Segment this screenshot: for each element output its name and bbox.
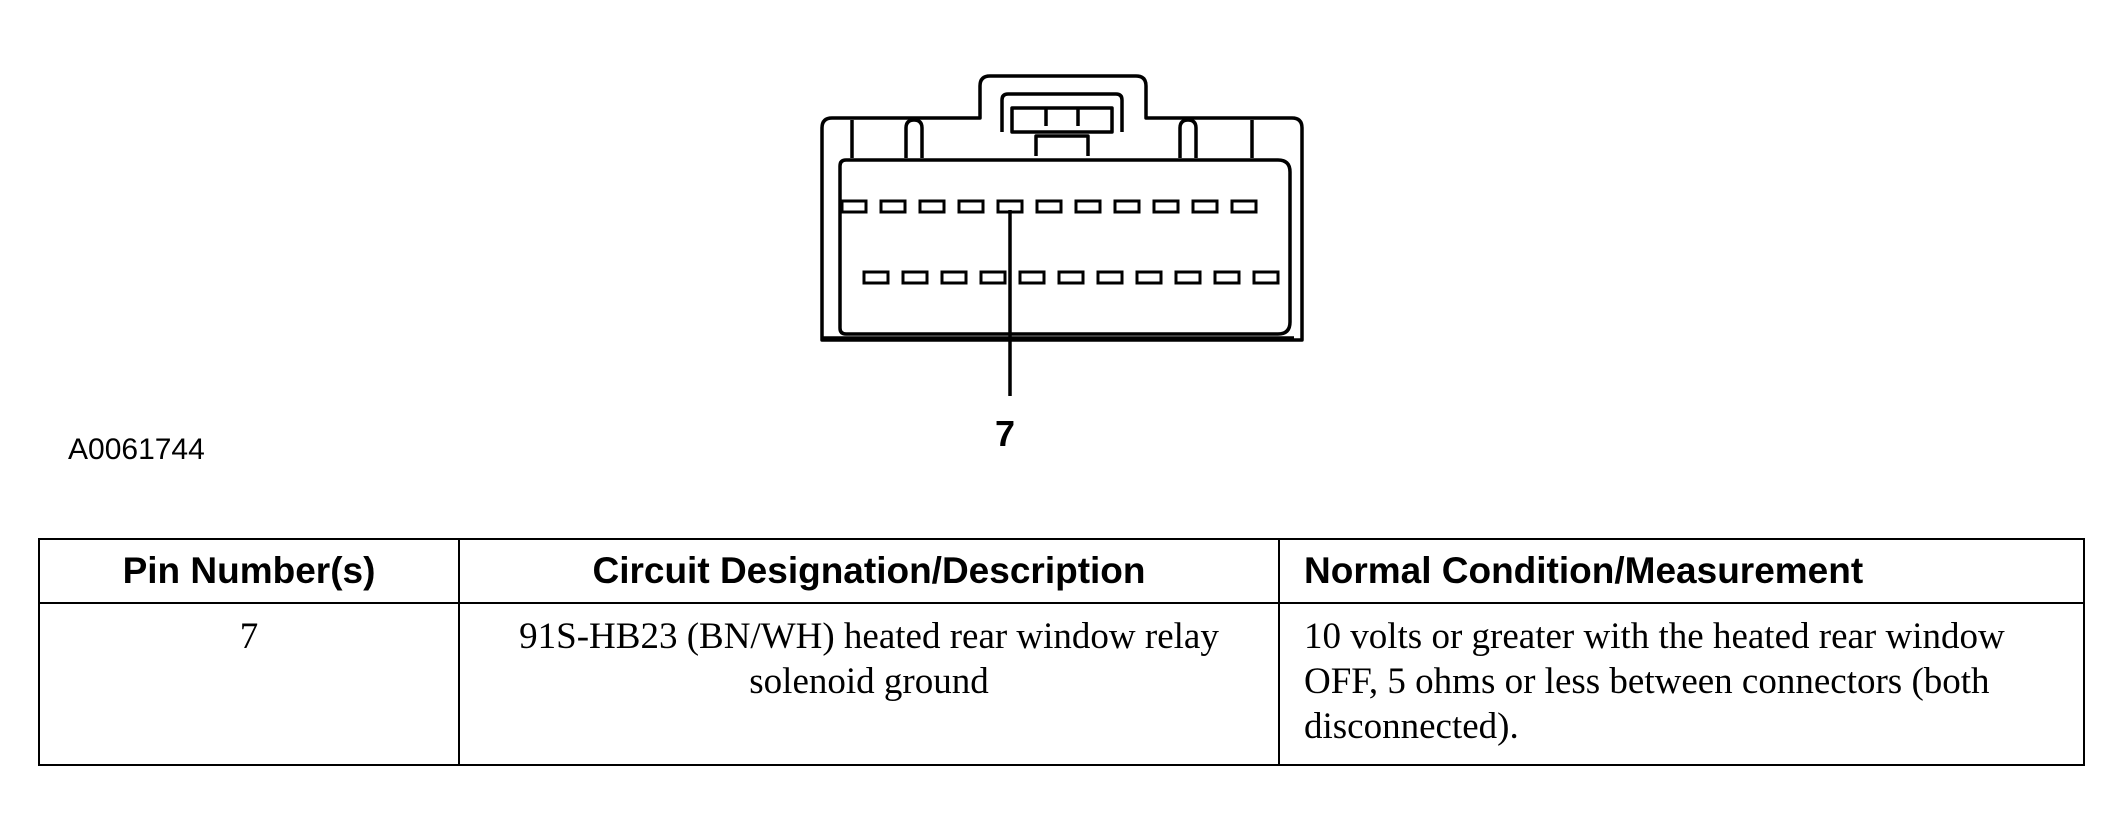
top-pin-cavity (918, 199, 946, 214)
bottom-pin-cavity (1018, 270, 1046, 285)
pin-table: Pin Number(s) Circuit Designation/Descri… (38, 538, 2085, 766)
table-row: 7 91S-HB23 (BN/WH) heated rear window re… (38, 602, 2085, 766)
top-pin-cavity (1113, 199, 1141, 214)
bottom-pin-cavity (1057, 270, 1085, 285)
connector-figure: 7 A0061744 (68, 74, 1304, 466)
top-pin-cavity (1074, 199, 1102, 214)
header-measurement: Normal Condition/Measurement (1278, 538, 2085, 604)
pin-row-top (840, 199, 1258, 214)
top-pin-cavity (840, 199, 868, 214)
cell-pin: 7 (38, 602, 460, 766)
figure-id: A0061744 (68, 433, 205, 466)
cell-circuit: 91S-HB23 (BN/WH) heated rear window rela… (458, 602, 1280, 766)
top-pin-cavity (879, 199, 907, 214)
header-pin-number: Pin Number(s) (38, 538, 460, 604)
latch-window (1000, 92, 1124, 132)
bottom-pin-cavity (979, 270, 1007, 285)
latch-tab (1010, 106, 1114, 134)
pin-callout-label: 7 (994, 413, 1016, 454)
bottom-pin-cavity (1174, 270, 1202, 285)
cell-measurement: 10 volts or greater with the heated rear… (1278, 602, 2085, 766)
header-circuit: Circuit Designation/Description (458, 538, 1280, 604)
bottom-pin-cavity (862, 270, 890, 285)
bottom-pin-cavity (1096, 270, 1124, 285)
top-pin-cavity (957, 199, 985, 214)
bottom-pin-cavity (1252, 270, 1280, 285)
connector-housing (820, 74, 1304, 342)
bottom-pin-cavity (1135, 270, 1163, 285)
bottom-pin-cavity (901, 270, 929, 285)
top-pin-cavity (1152, 199, 1180, 214)
top-pin-cavity (1230, 199, 1258, 214)
table-header-row: Pin Number(s) Circuit Designation/Descri… (38, 538, 2085, 604)
bottom-pin-cavity (1213, 270, 1241, 285)
connector-diagram (820, 74, 1304, 396)
pin-row-bottom (862, 270, 1280, 285)
top-pin-cavity (1035, 199, 1063, 214)
top-pin-cavity (1191, 199, 1219, 214)
connector-face (838, 158, 1292, 336)
bottom-pin-cavity (940, 270, 968, 285)
